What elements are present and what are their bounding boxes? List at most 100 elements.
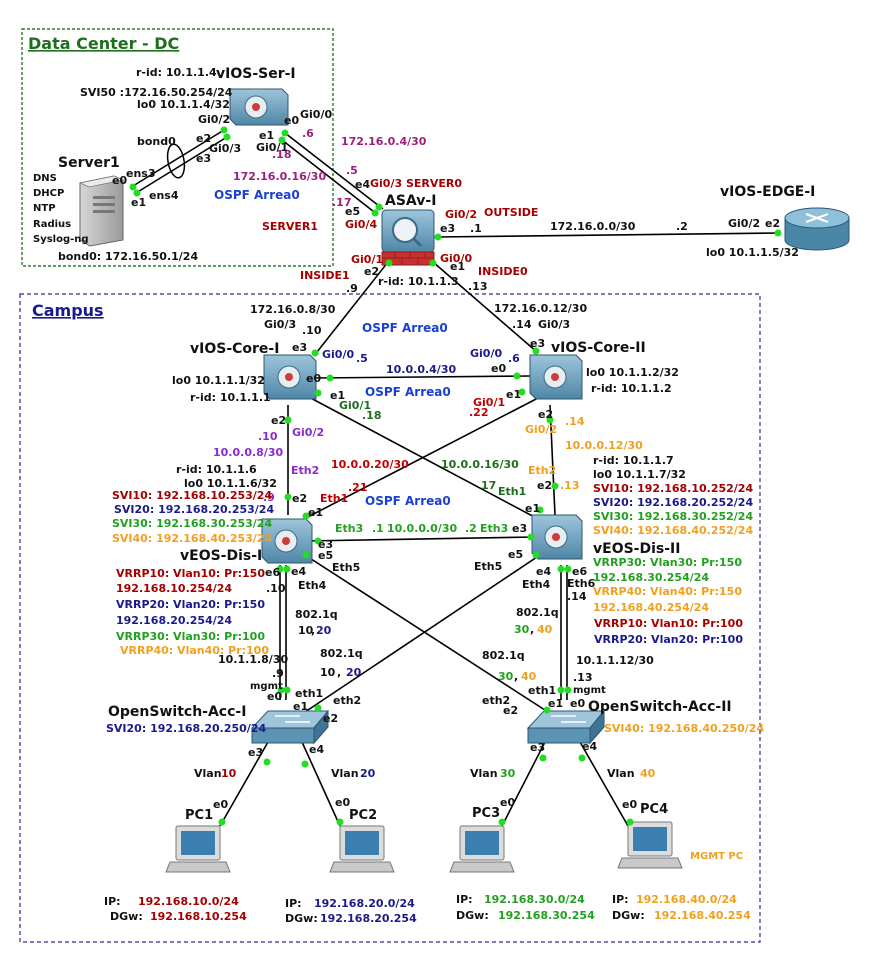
d2-eth1: Eth1 (498, 485, 526, 498)
pc2-icon[interactable] (329, 825, 395, 873)
pc3-e0: e0 (500, 796, 515, 809)
vios-ser-switch[interactable] (229, 88, 289, 126)
pc4-dgw: 192.168.40.254 (654, 909, 751, 922)
link-core2-dis1 (301, 396, 541, 521)
dis2-switch[interactable] (531, 514, 583, 560)
pc2-ip-label: IP: (285, 897, 302, 910)
d1-eth1: Eth1 (320, 492, 348, 505)
asa-gi04: Gi0/4 (345, 218, 377, 231)
d2-p2: .2 (465, 522, 477, 535)
a1-eth2: eth2 (333, 694, 361, 707)
pc3-icon[interactable] (449, 825, 515, 873)
asav-name: ASAv-I (385, 193, 436, 209)
pc4-vlan: 40 (640, 767, 656, 780)
trunk-left-comma: , (311, 624, 315, 637)
net-dis-dis: 10.0.0.0/30 (387, 522, 457, 535)
core2-lo0: lo0 10.1.1.2/32 (586, 366, 679, 379)
dis2-vrrp30: VRRP30: Vlan30: Pr:150 (593, 556, 742, 569)
a2-e1: e1 (548, 697, 563, 710)
d2-eth6: Eth6 (567, 577, 596, 590)
c2-gi03: Gi0/3 (538, 318, 570, 331)
c2-p22: .22 (469, 406, 489, 419)
server1-icon[interactable] (78, 175, 125, 247)
net-ser-asa-bot: 172.16.0.16/30 (233, 170, 326, 183)
core2-switch[interactable] (529, 354, 583, 400)
server1-svc-dhcp: DHCP (33, 188, 64, 199)
ser-p18: .18 (272, 148, 292, 161)
acc2-svi: SVI40: 192.168.40.250/24 (604, 722, 764, 735)
pc4-icon[interactable] (617, 821, 683, 869)
d2-e1: e1 (525, 502, 540, 515)
ser-p6: .6 (302, 127, 314, 140)
core1-rid: r-id: 10.1.1.1 (190, 391, 271, 404)
core1-switch[interactable] (263, 354, 317, 400)
dis1-lo0: lo0 10.1.1.6/32 (184, 477, 277, 490)
net-core1-asa: 172.16.0.8/30 (250, 303, 336, 316)
dis1-rid: r-id: 10.1.1.6 (176, 463, 257, 476)
dis1-switch[interactable] (261, 518, 313, 564)
dis1-vrrp20: VRRP20: Vlan20: Pr:150 (116, 598, 265, 611)
ospf-bot: OSPF Arrea0 (365, 494, 451, 508)
ospf-dc: OSPF Arrea0 (214, 188, 300, 202)
inside0-label: INSIDE0 (478, 265, 528, 278)
asa-gi02: Gi0/2 (445, 208, 477, 221)
net-ser-asa-top: 172.16.0.4/30 (341, 135, 427, 148)
c1-p18: .18 (362, 409, 382, 422)
dis1-svi10: SVI10: 192.168.10.253/24 (112, 489, 272, 502)
dis1-svi20: SVI20: 192.168.20.253/24 (114, 503, 274, 516)
link-srv-ser-b (135, 136, 228, 194)
campus-zone (19, 293, 761, 943)
asav-firewall[interactable] (381, 209, 435, 266)
dis2-vrrp40ip: 192.168.40.254/24 (593, 601, 709, 614)
ospf-mid: OSPF Arrea0 (365, 385, 451, 399)
d1-p10: .10 (266, 582, 286, 595)
acc1-svi: SVI20: 192.168.20.250/24 (106, 722, 266, 735)
d2-e5: e5 (508, 548, 523, 561)
pc1-icon[interactable] (165, 825, 231, 873)
pc1-dgw: 192.168.10.254 (150, 910, 247, 923)
link-ser-asa-b (281, 139, 379, 216)
dis2-name: vEOS-Dis-II (593, 541, 680, 557)
acc1-switch[interactable] (250, 709, 330, 745)
pc3-vlan-word: Vlan (470, 767, 498, 780)
dis2-svi40: SVI40: 192.168.40.252/24 (593, 524, 753, 537)
asa-e5: e5 (345, 205, 360, 218)
a1-e2: e2 (323, 712, 338, 725)
ser-svi50: SVI50 :172.16.50.254/24 (80, 86, 233, 99)
a2-eth2: eth2 (482, 694, 510, 707)
ser-e1: e1 (259, 129, 274, 142)
trunk-left-10: 10 (298, 624, 314, 637)
acc2-name: OpenSwitch-Acc-II (588, 699, 732, 715)
c1-gi00: Gi0/0 (322, 348, 354, 361)
d1-eth2: Eth2 (291, 464, 319, 477)
dot1q-mid-right: 802.1q (482, 649, 525, 662)
ser-gi03: Gi0/3 (209, 142, 241, 155)
link-core-core (312, 375, 533, 379)
ser-gi00: Gi0/0 (300, 108, 332, 121)
link-srv-ser-a (132, 129, 225, 187)
d1-eth3: Eth3 (335, 522, 363, 535)
edge-name: vIOS-EDGE-I (720, 184, 815, 200)
c1-e0: e0 (306, 372, 321, 385)
net-core1-dis2: 10.0.0.16/30 (441, 458, 519, 471)
trunk-mid-10: 10 (320, 666, 336, 679)
edge-gi02: Gi0/2 (728, 217, 760, 230)
server1-svc-syslog: Syslog-ng (33, 234, 89, 245)
acc2-switch[interactable] (526, 709, 606, 745)
pc3-dgw: 192.168.30.254 (498, 909, 595, 922)
asa-p1: .1 (470, 222, 482, 235)
links (132, 129, 781, 827)
dis2-lo0: lo0 10.1.1.7/32 (593, 468, 686, 481)
c2-e2: e2 (538, 408, 553, 421)
dis2-svi10: SVI10: 192.168.10.252/24 (593, 482, 753, 495)
d1-p9: .9 (263, 491, 275, 504)
edge-router[interactable] (784, 207, 850, 251)
pc3-dgw-label: DGw: (456, 909, 489, 922)
pc4-e0: e0 (622, 798, 637, 811)
dis2-vrrp20: VRRP20: Vlan20: Pr:100 (594, 633, 743, 646)
d2-eth2: Eth2 (528, 464, 556, 477)
pc1-e0: e0 (213, 798, 228, 811)
net-dis1-acc1: 10.1.1.8/30 (218, 653, 288, 666)
link-dis1-acc2 (304, 554, 549, 713)
